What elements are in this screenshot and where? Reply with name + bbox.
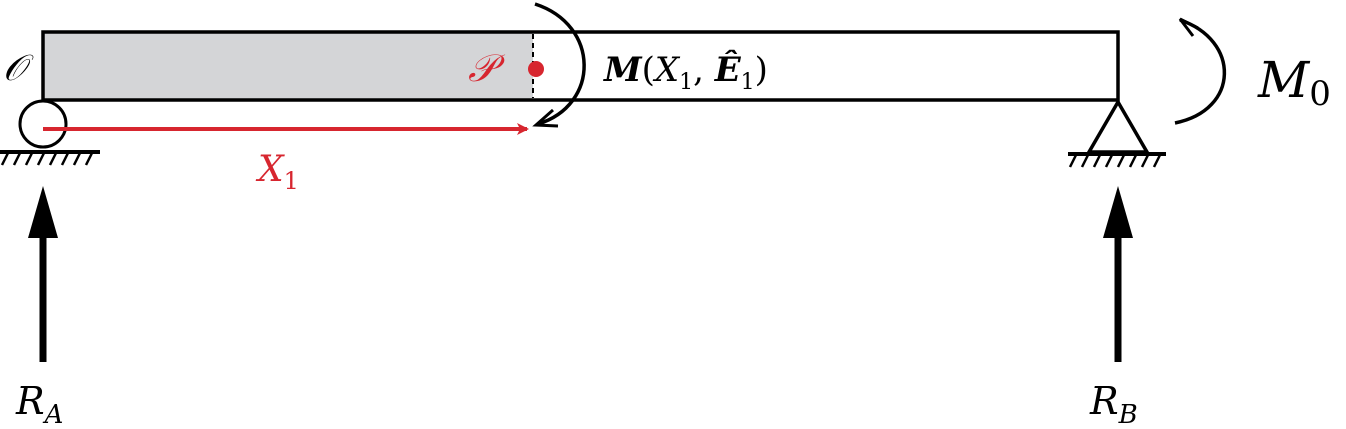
beam-shaded-segment [43,32,533,100]
beam [41,30,1120,102]
reaction-arrow-a [28,186,58,362]
internal-moment-arrow [532,2,586,128]
roller-support-icon [0,99,100,166]
point-p-marker [528,61,544,77]
reaction-b-label: RB [1089,379,1138,429]
applied-moment-arrow [1174,17,1227,125]
origin-label: 𝒪 [3,48,34,89]
pin-support-icon [1068,98,1166,168]
x1-label: X1 [255,149,299,195]
applied-moment-label: M0 [1257,51,1331,114]
reaction-arrow-b [1103,186,1133,362]
reaction-a-label: RA [15,379,63,429]
internal-moment-label: M(X1, Ê1) [603,49,768,95]
